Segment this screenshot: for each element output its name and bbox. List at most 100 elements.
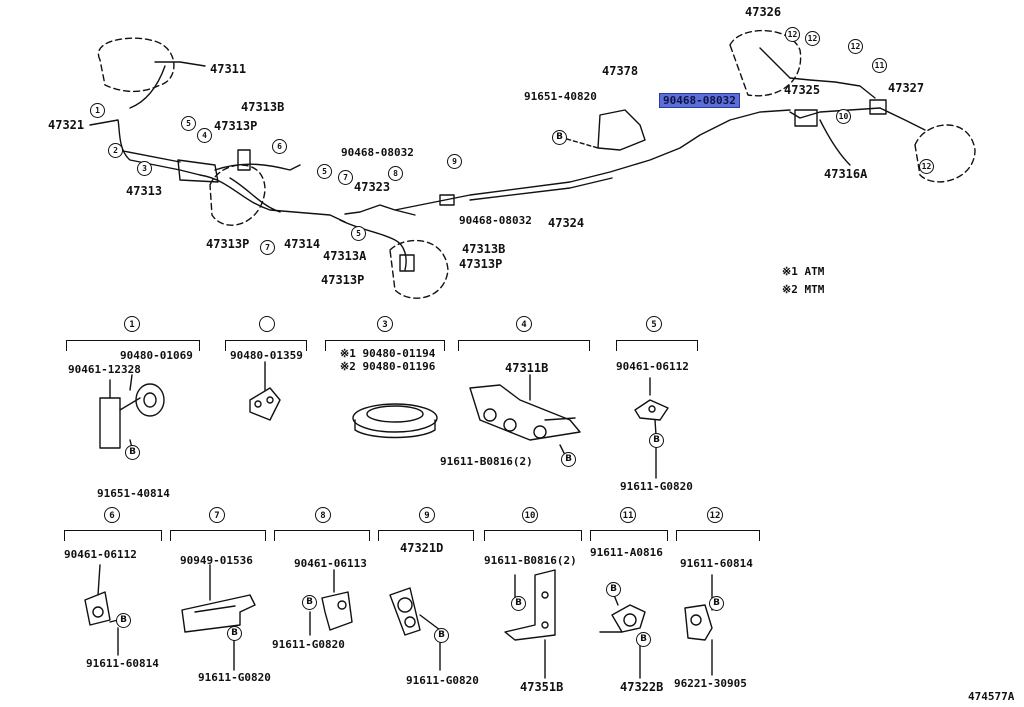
part-label-47311B[interactable]: 47311B [505, 361, 549, 375]
bolt-marker[interactable]: B [125, 445, 140, 460]
union-11-illustration [599, 604, 646, 633]
part-label-90468-08032[interactable]: 90468-08032 [341, 146, 414, 159]
part-label-47313P[interactable]: 47313P [214, 119, 258, 133]
ref-circle-3[interactable]: 3 [137, 161, 152, 176]
bolt-marker[interactable]: B [511, 596, 526, 611]
part-label-90949-01536[interactable]: 90949-01536 [180, 554, 253, 567]
ref-circle-1[interactable]: 1 [90, 103, 105, 118]
bolt-marker[interactable]: B [606, 582, 621, 597]
bolt-marker[interactable]: B [116, 613, 131, 628]
part-label-47326[interactable]: 47326 [745, 5, 782, 19]
part-label-96221-30905[interactable]: 96221-30905 [674, 677, 747, 690]
part-label-47313P[interactable]: 47313P [206, 237, 250, 251]
part-label-90480-01359[interactable]: 90480-01359 [230, 349, 303, 362]
ref-circle-5[interactable]: 5 [351, 226, 366, 241]
figure-id: 474577A [968, 690, 1015, 703]
ref-circle-4[interactable]: 4 [197, 128, 212, 143]
detail-ref-4[interactable]: 4 [516, 316, 532, 332]
part-label-47321D[interactable]: 47321D [400, 541, 444, 555]
part-label-91611-G0820[interactable]: 91611-G0820 [198, 671, 271, 684]
detail-ref-1[interactable]: 1 [124, 316, 140, 332]
part-label-90468-08032[interactable]: 90468-08032 [459, 214, 532, 227]
bolt-marker[interactable]: B [434, 628, 449, 643]
part-label-47324[interactable]: 47324 [548, 216, 585, 230]
part-label-47313B[interactable]: 47313B [241, 100, 285, 114]
detail-ref-6[interactable]: 6 [104, 507, 120, 523]
part-label-47322B[interactable]: 47322B [620, 680, 664, 694]
ref-circle-12[interactable]: 12 [785, 27, 800, 42]
bolt-marker[interactable]: B [561, 452, 576, 467]
detail-ref-7[interactable]: 7 [209, 507, 225, 523]
bracket-10-illustration [504, 569, 556, 641]
part-label-91611-A0816[interactable]: 91611-A0816 [590, 546, 663, 559]
detail-ref-3[interactable]: 3 [377, 316, 393, 332]
ref-circle-5[interactable]: 5 [181, 116, 196, 131]
detail-ref-9[interactable]: 9 [419, 507, 435, 523]
bolt-marker[interactable]: B [552, 130, 567, 145]
ref-circle-7[interactable]: 7 [338, 170, 353, 185]
detail-bracket-5 [616, 340, 698, 351]
bolt-marker[interactable]: B [636, 632, 651, 647]
detail-ref-11[interactable]: 11 [620, 507, 636, 523]
bolt-marker[interactable]: B [302, 595, 317, 610]
bolt-marker[interactable]: B [709, 596, 724, 611]
part-label-91611-G0820[interactable]: 91611-G0820 [620, 480, 693, 493]
part-label-90480-01196[interactable]: ※2 90480-01196 [340, 360, 436, 373]
detail-bracket-9 [378, 530, 474, 541]
part-label-91611-60814[interactable]: 91611-60814 [680, 557, 753, 570]
part-label-47378[interactable]: 47378 [602, 64, 639, 78]
part-label-90480-01194[interactable]: ※1 90480-01194 [340, 347, 436, 360]
part-label-91611-G0820[interactable]: 91611-G0820 [406, 674, 479, 687]
rear-bracket-47378 [597, 109, 646, 151]
part-label-47316A[interactable]: 47316A [824, 167, 868, 181]
part-label-90461-06112[interactable]: 90461-06112 [64, 548, 137, 561]
ref-circle-8[interactable]: 8 [388, 166, 403, 181]
detail-ref-5[interactable]: 5 [646, 316, 662, 332]
part-label-47325[interactable]: 47325 [784, 83, 821, 97]
flexible-hose-front-left [154, 61, 206, 67]
clamp-6-illustration [84, 591, 111, 626]
bolt-marker[interactable]: B [649, 433, 664, 448]
ref-circle-2[interactable]: 2 [108, 143, 123, 158]
part-label-91651-40820[interactable]: 91651-40820 [524, 90, 597, 103]
part-label-47323[interactable]: 47323 [354, 180, 391, 194]
detail-bracket-8 [274, 530, 370, 541]
part-label-91611-B0816[interactable]: 91611-B0816(2) [484, 554, 577, 567]
ref-circle-9[interactable]: 9 [447, 154, 462, 169]
part-label-91611-B0816[interactable]: 91611-B0816(2) [440, 455, 533, 468]
part-label-47313P[interactable]: 47313P [321, 273, 365, 287]
part-label-47311[interactable]: 47311 [210, 62, 247, 76]
detail-ref-8[interactable]: 8 [315, 507, 331, 523]
part-label-47313P[interactable]: 47313P [459, 257, 503, 271]
ref-circle-12[interactable]: 12 [805, 31, 820, 46]
detail-ref-12[interactable]: 12 [707, 507, 723, 523]
ref-circle-12[interactable]: 12 [848, 39, 863, 54]
detail-ref-2[interactable] [259, 316, 275, 332]
part-label-91651-40814[interactable]: 91651-40814 [97, 487, 170, 500]
part-label-90461-06113[interactable]: 90461-06113 [294, 557, 367, 570]
part-label-47313[interactable]: 47313 [126, 184, 163, 198]
part-label-91611-G0820[interactable]: 91611-G0820 [272, 638, 345, 651]
ref-circle-6[interactable]: 6 [272, 139, 287, 154]
part-label-90468-08032-selected[interactable]: 90468-08032 [659, 93, 740, 108]
ref-circle-12[interactable]: 12 [919, 159, 934, 174]
part-label-90461-12328[interactable]: 90461-12328 [68, 363, 141, 376]
ref-circle-7[interactable]: 7 [260, 240, 275, 255]
part-label-47327[interactable]: 47327 [888, 81, 925, 95]
part-label-47321[interactable]: 47321 [48, 118, 85, 132]
bracket-4-illustration [469, 384, 581, 441]
part-label-47313A[interactable]: 47313A [323, 249, 367, 263]
part-label-47351B[interactable]: 47351B [520, 680, 564, 694]
ref-circle-10[interactable]: 10 [836, 109, 851, 124]
part-label-91611-60814[interactable]: 91611-60814 [86, 657, 159, 670]
ref-circle-5[interactable]: 5 [317, 164, 332, 179]
detail-bracket-12 [676, 530, 760, 541]
part-label-90461-06112[interactable]: 90461-06112 [616, 360, 689, 373]
detail-ref-10[interactable]: 10 [522, 507, 538, 523]
part-label-47314[interactable]: 47314 [284, 237, 321, 251]
ref-circle-11[interactable]: 11 [872, 58, 887, 73]
part-label-90480-01069[interactable]: 90480-01069 [120, 349, 193, 362]
part-label-47313B[interactable]: 47313B [462, 242, 506, 256]
bolt-marker[interactable]: B [227, 626, 242, 641]
